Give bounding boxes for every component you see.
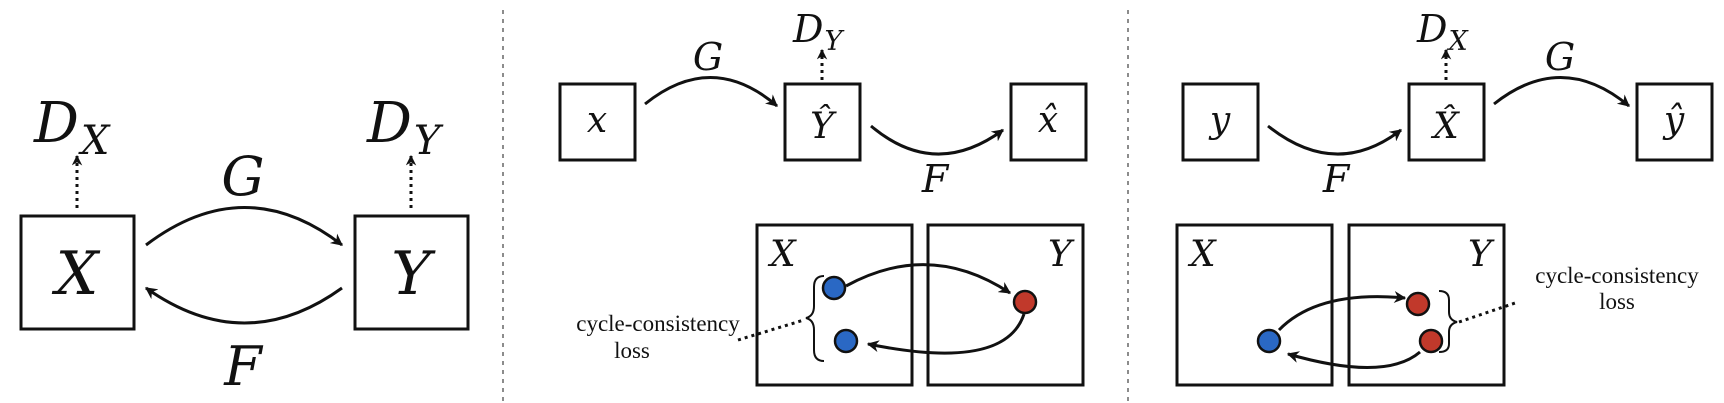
forward-cycle-arrow <box>845 263 1012 295</box>
domain-y-box <box>353 214 470 331</box>
domain-x-region-label: X <box>767 234 797 275</box>
panel-c: y X̂ ŷ DX F G X Y cycle-consistency loss <box>1175 7 1714 387</box>
discriminator-dy-label: DY <box>792 7 844 57</box>
point-y-input <box>1256 328 1282 354</box>
point-yhat <box>1418 328 1444 354</box>
g-mapping-arrow <box>1493 76 1630 108</box>
g-label: G <box>693 35 723 79</box>
panel-b: x Ŷ x̂ DY G F X Y cycle-consistency loss <box>558 7 1088 387</box>
xhat-box <box>1009 82 1088 162</box>
xhat-box <box>1407 82 1486 162</box>
f-label: F <box>223 335 264 398</box>
discriminator-dy-label: DY <box>366 91 444 164</box>
loss-label-line2: loss <box>614 338 650 363</box>
domain-x-label: X <box>52 239 101 309</box>
domain-y-region <box>926 223 1085 387</box>
loss-brace <box>805 275 825 362</box>
discriminator-dx-label: DX <box>33 91 111 164</box>
yhat-label: ŷ <box>1662 100 1685 141</box>
domain-x-region <box>755 223 914 387</box>
point-xhat <box>1405 291 1431 317</box>
backward-cycle-arrow <box>866 313 1026 355</box>
xhat-label: X̂ <box>1430 104 1460 147</box>
yhat-box <box>783 82 862 162</box>
input-y-box <box>1181 82 1260 162</box>
yhat-label: Ŷ <box>810 105 837 147</box>
f-label: F <box>1322 157 1351 201</box>
domain-y-label: Y <box>391 239 436 309</box>
point-yhat <box>1012 289 1038 315</box>
f-mapping-arrow <box>1267 124 1402 156</box>
g-label: G <box>221 145 264 208</box>
input-y-label: y <box>1208 100 1231 141</box>
g-label: G <box>1545 35 1575 79</box>
loss-label-line1: cycle-consistency <box>1535 263 1699 288</box>
backward-cycle-arrow <box>1277 291 1407 332</box>
point-x <box>821 275 847 301</box>
g-mapping-arrow <box>145 206 343 247</box>
point-xhat <box>833 328 859 354</box>
f-mapping-arrow <box>145 286 343 325</box>
domain-x-box <box>19 214 136 331</box>
f-mapping-arrow <box>870 124 1004 156</box>
loss-dotted-line <box>1458 300 1519 324</box>
forward-cycle-arrow <box>1286 350 1421 369</box>
loss-brace <box>1438 290 1458 353</box>
xhat-label: x̂ <box>1038 100 1058 141</box>
input-x-label: x <box>587 100 607 141</box>
yhat-box <box>1635 82 1714 162</box>
domain-y-region-label: Y <box>1048 234 1075 275</box>
discriminator-dx-label: DX <box>1416 7 1469 57</box>
domain-x-region-label: X <box>1187 234 1217 275</box>
domain-y-region-label: Y <box>1468 234 1495 275</box>
loss-dotted-line <box>737 318 805 342</box>
input-x-box <box>558 82 637 162</box>
g-mapping-arrow <box>644 76 778 108</box>
loss-label-line2: loss <box>1599 289 1635 314</box>
loss-label-line1: cycle-consistency <box>576 311 740 336</box>
panel-a: X Y DX DY G F <box>19 91 470 398</box>
f-label: F <box>921 157 950 201</box>
